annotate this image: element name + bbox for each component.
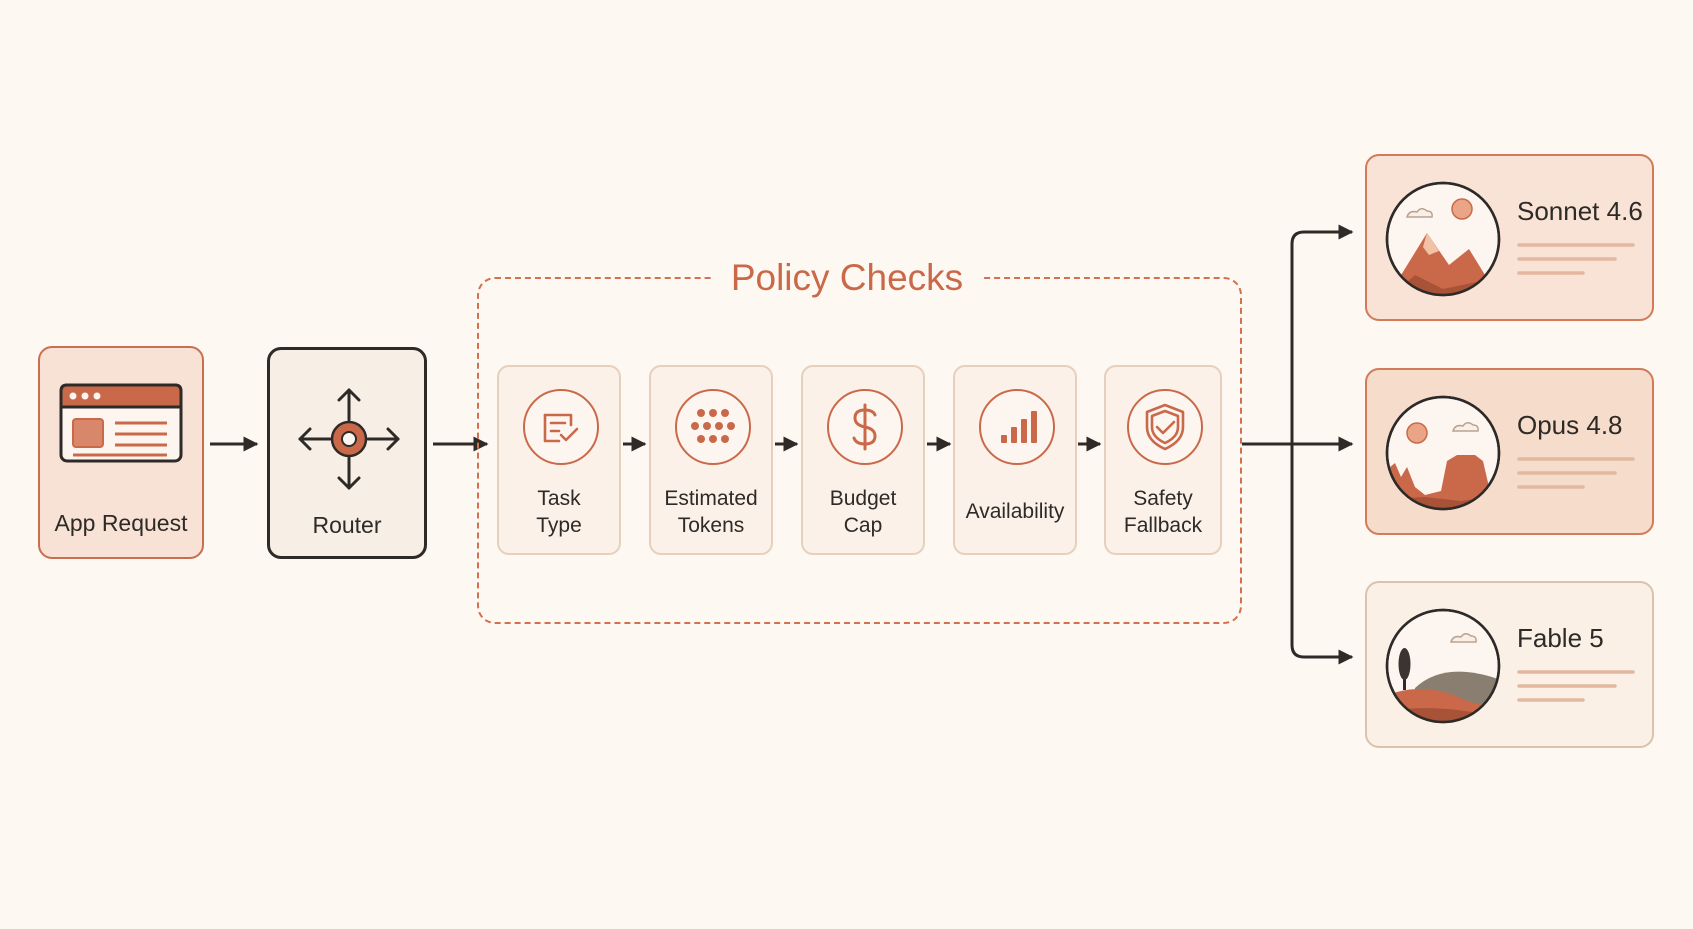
shield-check-icon [1145,403,1185,451]
model-name: Fable 5 [1517,623,1604,653]
router-node[interactable]: Router [267,347,427,559]
app-request-label: App Request [54,510,188,536]
check-label: Safety Fallback [1123,487,1203,537]
app-request-node[interactable]: App Request [38,346,204,559]
canyon-landscape-icon [1385,395,1501,511]
mountain-landscape-icon [1385,181,1501,297]
arrow-to-model-1 [1290,224,1354,444]
text-lines-icon [1517,457,1635,489]
arrow-to-model-3 [1290,444,1354,665]
hills-tree-landscape-icon [1385,608,1501,724]
router-arrows-icon [298,388,400,490]
model-name: Opus 4.8 [1517,410,1623,440]
check-safety-fallback[interactable]: Safety Fallback [1104,365,1222,555]
model-fable-card[interactable]: Fable 5 [1365,581,1654,748]
check-budget-cap[interactable]: Budget Cap [801,365,925,555]
model-name: Sonnet 4.6 [1517,196,1643,226]
check-estimated-tokens[interactable]: Estimated Tokens [649,365,773,555]
browser-window-icon [59,383,183,463]
check-task-type[interactable]: Task Type [497,365,621,555]
policy-checks-title: Policy Checks [712,251,982,305]
signal-bars-icon [1001,411,1037,443]
router-label: Router [312,512,382,538]
text-lines-icon [1517,670,1635,702]
check-label: Estimated Tokens [664,487,758,537]
model-opus-card[interactable]: Opus 4.8 [1365,368,1654,535]
check-label: Task Type [536,487,582,537]
check-label: Budget Cap [829,487,897,537]
token-dots-icon [691,409,735,443]
model-sonnet-card[interactable]: Sonnet 4.6 [1365,154,1654,321]
task-check-icon [543,413,579,443]
dollar-icon [852,403,877,451]
check-label: Availability [965,500,1065,523]
check-availability[interactable]: Availability [953,365,1077,555]
text-lines-icon [1517,243,1635,275]
